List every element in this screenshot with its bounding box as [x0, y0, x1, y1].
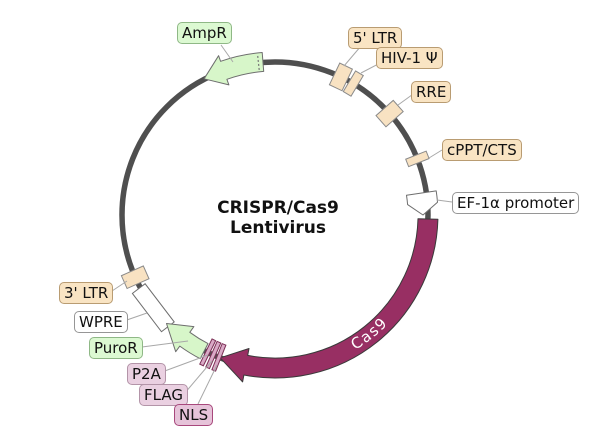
- leader-line: [428, 149, 443, 159]
- feature-3ltr-box[interactable]: [120, 265, 150, 290]
- label-5ltr[interactable]: 5' LTR: [348, 27, 403, 49]
- feature-rre-box[interactable]: [375, 99, 404, 128]
- feature-flag-box[interactable]: [205, 340, 222, 370]
- feature-nls-box[interactable]: [211, 342, 227, 372]
- label-ef1a-promoter[interactable]: EF-1α promoter: [452, 192, 580, 214]
- leader-line: [111, 280, 128, 292]
- feature-5ltr-box[interactable]: [328, 62, 354, 92]
- label-nls[interactable]: NLS: [174, 404, 214, 426]
- feature-ef1a-promoter-arrow[interactable]: [406, 190, 438, 216]
- feature-cas9-arrow[interactable]: [219, 218, 439, 383]
- label-hiv1-psi[interactable]: HIV-1 Ψ: [376, 47, 443, 69]
- label-wpre[interactable]: WPRE: [74, 311, 128, 333]
- feature-cppt-cts-box[interactable]: [405, 150, 430, 168]
- leader-line: [161, 354, 209, 373]
- label-puror[interactable]: PuroR: [89, 337, 143, 359]
- label-rre[interactable]: RRE: [411, 81, 452, 103]
- leader-line: [141, 340, 189, 348]
- leader-line: [123, 312, 148, 322]
- label-p2a[interactable]: P2A: [127, 363, 166, 385]
- feature-p2a-box[interactable]: [199, 338, 217, 367]
- leader-line: [436, 199, 453, 203]
- ampr-truncation-dashes: [257, 54, 260, 70]
- leader-line: [197, 364, 218, 405]
- label-3ltr[interactable]: 3' LTR: [59, 282, 114, 304]
- feature-hiv1-psi-box[interactable]: [342, 70, 364, 97]
- leader-line: [220, 44, 234, 63]
- plasmid-title: CRISPR/Cas9 Lentivirus: [217, 198, 339, 239]
- feature-ampr-arrow[interactable]: [203, 52, 265, 86]
- leader-line: [183, 360, 213, 395]
- label-ampr[interactable]: AmpR: [177, 22, 232, 44]
- label-flag[interactable]: FLAG: [139, 384, 188, 406]
- label-cppt-cts[interactable]: cPPT/CTS: [442, 139, 522, 161]
- leader-line: [343, 45, 362, 67]
